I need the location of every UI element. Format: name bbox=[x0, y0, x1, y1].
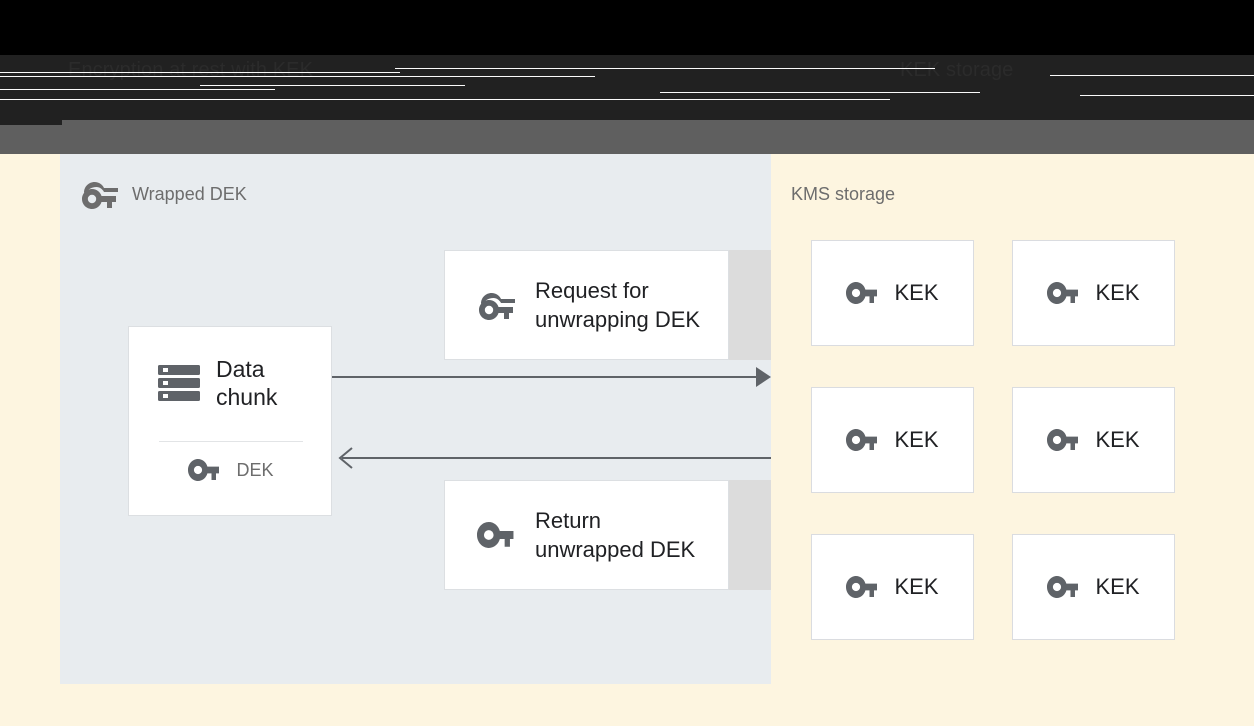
kms-storage-panel: KMS storage KEK KEK bbox=[771, 154, 1254, 726]
dek-label: DEK bbox=[236, 459, 274, 480]
kek-box[interactable]: KEK bbox=[1012, 240, 1175, 346]
top-black-band bbox=[0, 0, 1254, 55]
header-rule bbox=[660, 92, 980, 93]
return-unwrapped-label: Return unwrapped DEK bbox=[535, 508, 696, 562]
kek-label: KEK bbox=[1095, 280, 1140, 305]
data-chunk-label: Data chunk bbox=[216, 356, 278, 410]
key-icon bbox=[188, 459, 220, 481]
kek-grid: KEK KEK KEK KE bbox=[811, 240, 1211, 640]
diagram-canvas: Wrapped DEK Data chunk bbox=[0, 154, 1254, 726]
header-title-left: Encryption at rest with KEK bbox=[68, 59, 314, 81]
key-icon bbox=[846, 429, 878, 451]
request-unwrap-label: Request for unwrapping DEK bbox=[535, 278, 701, 332]
header-rule bbox=[1050, 75, 1254, 76]
kek-box[interactable]: KEK bbox=[811, 534, 974, 640]
kek-label: KEK bbox=[894, 574, 939, 599]
wrapped-key-icon bbox=[82, 182, 118, 209]
kek-label: KEK bbox=[1095, 427, 1140, 452]
card-divider bbox=[159, 441, 303, 442]
data-chunk-row: Data chunk bbox=[129, 355, 333, 411]
return-unwrapped-box[interactable]: Return unwrapped DEK bbox=[444, 480, 729, 590]
header-rule bbox=[0, 72, 400, 73]
header-rule bbox=[1080, 95, 1254, 96]
kms-storage-title: KMS storage bbox=[791, 184, 896, 204]
key-icon bbox=[1047, 576, 1079, 598]
storage-stack-icon bbox=[158, 365, 200, 401]
toolbar-notch bbox=[0, 120, 62, 125]
data-chunk-card[interactable]: Data chunk DEK bbox=[128, 326, 332, 516]
header-rule bbox=[200, 85, 465, 86]
kek-label: KEK bbox=[894, 280, 939, 305]
wrapped-key-icon bbox=[479, 293, 515, 320]
toolbar-band bbox=[0, 120, 1254, 154]
header-title-right: KEK storage bbox=[900, 59, 1014, 81]
key-icon bbox=[846, 576, 878, 598]
kek-box[interactable]: KEK bbox=[1012, 387, 1175, 493]
key-icon bbox=[846, 282, 878, 304]
key-icon bbox=[1047, 429, 1079, 451]
page-header-band: Encryption at rest with KEK KEK storage bbox=[0, 55, 1254, 120]
header-rule bbox=[0, 89, 275, 90]
kek-label: KEK bbox=[1095, 574, 1140, 599]
wrapped-dek-panel: Wrapped DEK Data chunk bbox=[60, 154, 771, 684]
kek-box[interactable]: KEK bbox=[1012, 534, 1175, 640]
header-rule bbox=[0, 99, 890, 100]
kek-box[interactable]: KEK bbox=[811, 387, 974, 493]
wrapped-dek-panel-title: Wrapped DEK bbox=[132, 184, 247, 204]
dek-row: DEK bbox=[129, 459, 333, 481]
header-rule bbox=[395, 68, 935, 69]
key-icon bbox=[1047, 282, 1079, 304]
kek-box[interactable]: KEK bbox=[811, 240, 974, 346]
request-unwrap-box[interactable]: Request for unwrapping DEK bbox=[444, 250, 729, 360]
key-icon bbox=[477, 522, 514, 548]
kek-label: KEK bbox=[894, 427, 939, 452]
header-rule bbox=[0, 76, 595, 77]
